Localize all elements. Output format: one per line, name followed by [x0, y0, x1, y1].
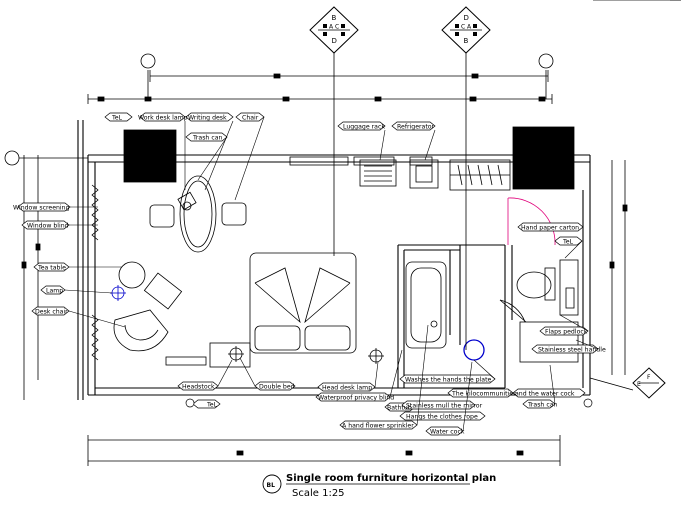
label-lamp: Lamp [46, 288, 63, 295]
title-badge: BL [267, 482, 276, 489]
lamp-symbol [110, 285, 126, 301]
label-tel-bottom: TeL [206, 402, 218, 409]
window-screening [91, 184, 99, 241]
basin-symbol [463, 339, 485, 361]
vanity [499, 299, 579, 363]
entry-door [507, 197, 556, 246]
mark-side-top: F [647, 374, 651, 381]
label-tel-top: TeL [111, 115, 123, 122]
label-a-hand-flower-sprinkler: A hand flower sprinkler [342, 423, 414, 430]
label-refrigerator: Refrigerator [397, 124, 435, 131]
label-water-cock: Water cock [430, 429, 465, 436]
mark-right-left: C [461, 24, 465, 31]
label-window-screening: Window screening [13, 205, 70, 212]
section-mark-side: F E [632, 367, 666, 399]
mark-right-top: D [464, 14, 469, 22]
column-right [512, 126, 575, 190]
label-hangs-clothes-rope: Hangs the clothes rope [406, 414, 478, 421]
refrigerator [409, 159, 439, 189]
tea-table [118, 261, 146, 289]
bathtub [405, 261, 447, 349]
column-left [123, 129, 177, 183]
label-double-bed: Double bed [259, 384, 295, 391]
mark-left-right: C [335, 24, 339, 31]
mark-right-bottom: B [464, 37, 469, 45]
label-bathtub: Bathtub [387, 405, 412, 412]
title-badge-circle [262, 474, 282, 494]
label-head-desk-lamp: Head desk lamp [322, 385, 372, 392]
title-block: BL Single room furniture horizontal plan… [262, 473, 496, 499]
label-stainless-mull-mirror: Stainless mull the mirror [406, 403, 483, 410]
toilet [516, 259, 579, 316]
label-trash-can-bottom: Trash can [527, 402, 558, 409]
label-tel-right: TeL [562, 239, 574, 246]
drawing-scale: Scale 1:25 [292, 488, 345, 499]
label-desk-chair: Desk chair [35, 309, 68, 316]
section-mark-right: D C A B [441, 6, 491, 54]
label-window-blind: Window blind [27, 223, 69, 230]
label-writing-desk: Writing desk [188, 115, 227, 122]
wardrobe [449, 159, 511, 191]
label-hand-paper-carton: Hand paper carton [521, 225, 579, 232]
label-waterproof-privacy-blind: Waterproof privacy blind [318, 395, 394, 402]
mark-left-bottom: D [332, 37, 337, 45]
mark-left-top: B [332, 14, 337, 22]
label-chair: Chair [242, 115, 259, 122]
drawing-title: Single room furniture horizontal plan [286, 473, 496, 484]
label-luggage-rack: Luggage rack [343, 124, 385, 131]
mark-left-left: A [329, 24, 334, 31]
armchair [113, 272, 183, 352]
label-headstock: Headstock [182, 384, 215, 391]
writing-desk [149, 175, 247, 253]
label-stainless-steel-handle: Stainless steel handle [538, 347, 606, 354]
label-work-desk-lamp: Work desk lamp [138, 115, 188, 122]
luggage-rack [359, 159, 397, 187]
label-washes-hands-plate: Washes the hands the plate [405, 377, 492, 384]
double-bed [165, 252, 384, 368]
section-mark-left: B A C D [309, 6, 359, 54]
label-tea-table: Tea table [37, 265, 66, 272]
label-trash-can-top: Trash can [192, 135, 223, 142]
label-flaps-pedlock: Flaps pedlock [545, 329, 588, 336]
mark-right-right: A [467, 24, 472, 31]
label-and-the-water-cock: and the water cock [515, 391, 575, 398]
mark-side-left: E [637, 381, 641, 388]
label-the-kilocommunities: The kilocommunities [451, 391, 516, 398]
